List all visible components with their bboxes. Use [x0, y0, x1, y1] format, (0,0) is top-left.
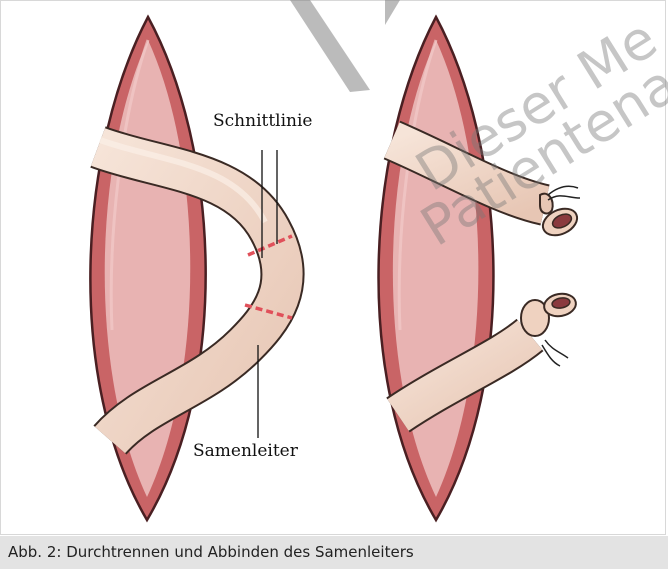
label-vas-deferens: Samenleiter — [193, 441, 298, 461]
incision-right — [379, 17, 494, 520]
watermark-logo-shape — [290, 0, 370, 92]
figure-caption: Abb. 2: Durchtrennen und Abbinden des Sa… — [0, 536, 668, 569]
label-cut-line: Schnittlinie — [213, 111, 313, 131]
incision-left — [90, 17, 205, 520]
